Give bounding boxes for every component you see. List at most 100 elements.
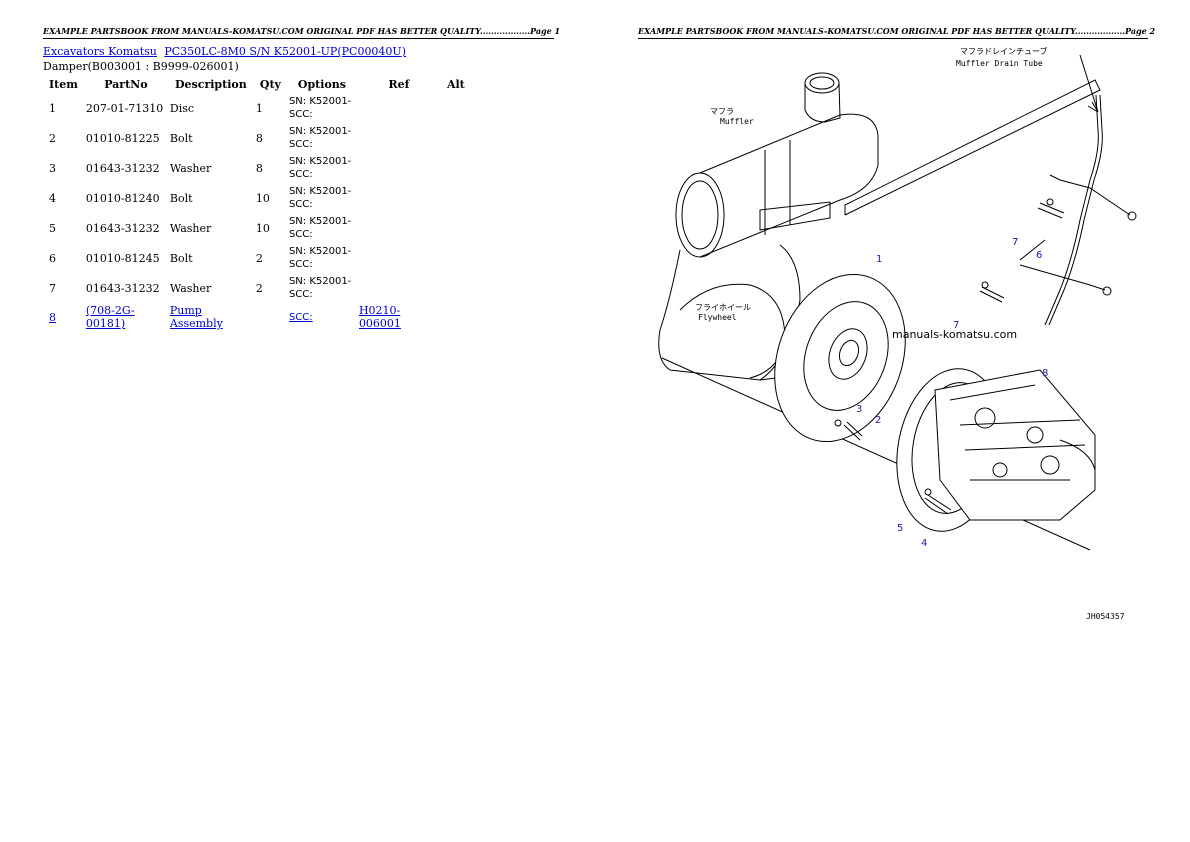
cell-qty: 8 [255, 161, 263, 175]
table-row: 6 01010-81245 Bolt 2 SN: K52001-SCC: [43, 243, 471, 273]
cell-description[interactable]: Pump Assembly [169, 304, 223, 330]
table-row: 4 01010-81240 Bolt 10 SN: K52001-SCC: [43, 183, 471, 213]
cell-item[interactable]: 8 [49, 310, 56, 324]
cell-alt [441, 213, 471, 243]
column-header-description: Description [175, 77, 247, 91]
cell-qty: 10 [255, 191, 270, 205]
parts-diagram: マフラ Muffler マフラドレインチューブ Muffler Drain Tu… [658, 46, 1137, 621]
cell-qty: 8 [255, 131, 263, 145]
cell-alt [441, 93, 471, 123]
muffler-label-jp: マフラ [710, 107, 734, 116]
cell-ref [357, 93, 441, 123]
parts-table: Item PartNo Description Qty Options Ref … [43, 75, 471, 331]
cell-alt [441, 243, 471, 273]
callout-6[interactable]: 6 [1036, 250, 1042, 261]
breadcrumb: Excavators Komatsu PC350LC-8M0 S/N K5200… [43, 45, 410, 58]
cell-options: SN: K52001-SCC: [288, 246, 352, 270]
pump-assembly-drawing [896, 368, 1096, 532]
table-row: 5 01643-31232 Washer 10 SN: K52001-SCC: [43, 213, 471, 243]
table-header-row: Item PartNo Description Qty Options Ref … [43, 75, 471, 93]
callout-4[interactable]: 4 [921, 538, 927, 549]
cell-options: SN: K52001-SCC: [288, 216, 352, 240]
bolts-drawing [834, 198, 1065, 515]
table-row: 7 01643-31232 Washer 2 SN: K52001-SCC: [43, 273, 471, 303]
callout-7-lower[interactable]: 7 [953, 320, 959, 331]
table-row: 3 01643-31232 Washer 8 SN: K52001-SCC: [43, 153, 471, 183]
cell-partno: 207-01-71310 [85, 101, 164, 115]
cell-partno: 01643-31232 [85, 161, 160, 175]
figure-code: JH054357 [1086, 612, 1125, 621]
cell-item: 1 [49, 101, 56, 115]
cell-partno: 01010-81245 [85, 251, 160, 265]
cell-options[interactable]: SCC: [288, 311, 313, 323]
column-header-qty: Qty [259, 77, 281, 91]
drain-tube-label-jp: マフラドレインチューブ [960, 46, 1048, 56]
breadcrumb-category-link[interactable]: Excavators Komatsu [43, 45, 157, 58]
cell-item: 3 [49, 161, 56, 175]
callout-3[interactable]: 3 [856, 404, 862, 415]
cell-qty: 1 [255, 101, 263, 115]
callout-5[interactable]: 5 [897, 523, 903, 534]
cell-qty [254, 303, 287, 331]
cell-alt [441, 303, 471, 331]
cell-partno: 01010-81240 [85, 191, 160, 205]
cell-options: SN: K52001-SCC: [288, 156, 352, 180]
cell-item: 6 [49, 251, 56, 265]
cell-description: Washer [169, 221, 212, 235]
cell-ref [357, 153, 441, 183]
cell-partno[interactable]: (708-2G-00181) [85, 304, 135, 330]
cell-ref [357, 243, 441, 273]
drain-tube-label-en: Muffler Drain Tube [956, 59, 1043, 68]
column-header-partno: PartNo [104, 77, 148, 91]
cell-ref [357, 123, 441, 153]
callout-7-upper[interactable]: 7 [1012, 237, 1018, 248]
cell-item: 5 [49, 221, 56, 235]
column-header-options: Options [297, 77, 346, 91]
section-title: Damper(B003001 : B9999-026001) [43, 60, 239, 73]
cell-qty: 2 [255, 251, 263, 265]
cell-qty: 10 [255, 221, 270, 235]
cell-partno: 01010-81225 [85, 131, 160, 145]
cell-item: 4 [49, 191, 56, 205]
cell-item: 7 [49, 281, 56, 295]
column-header-ref: Ref [388, 77, 410, 91]
cell-options: SN: K52001-SCC: [288, 126, 352, 150]
cell-qty: 2 [255, 281, 263, 295]
flywheel-label-jp: フライホイール [695, 303, 751, 312]
cell-ref [357, 183, 441, 213]
drain-tube-drawing [1019, 54, 1137, 326]
page-header-left: EXAMPLE PARTSBOOK FROM MANUALS-KOMATSU.C… [43, 26, 560, 39]
callout-2[interactable]: 2 [875, 415, 881, 426]
callout-1[interactable]: 1 [876, 254, 882, 265]
cell-description: Washer [169, 281, 212, 295]
cell-description: Disc [169, 101, 195, 115]
cell-options: SN: K52001-SCC: [288, 186, 352, 210]
cell-alt [441, 273, 471, 303]
cell-alt [441, 123, 471, 153]
flywheel-label-en: Flywheel [698, 313, 737, 322]
table-row: 2 01010-81225 Bolt 8 SN: K52001-SCC: [43, 123, 471, 153]
page-header-right: EXAMPLE PARTSBOOK FROM MANUALS-KOMATSU.C… [638, 26, 1155, 39]
cell-description: Washer [169, 161, 212, 175]
muffler-drawing [675, 72, 1101, 258]
cell-ref [357, 213, 441, 243]
cell-options: SN: K52001-SCC: [288, 96, 352, 120]
cell-description: Bolt [169, 131, 193, 145]
column-header-alt: Alt [446, 77, 465, 91]
table-row: 1 207-01-71310 Disc 1 SN: K52001-SCC: [43, 93, 471, 123]
cell-description: Bolt [169, 191, 193, 205]
cell-options: SN: K52001-SCC: [288, 276, 352, 300]
column-header-item: Item [49, 77, 78, 91]
cell-partno: 01643-31232 [85, 281, 160, 295]
cell-partno: 01643-31232 [85, 221, 160, 235]
cell-alt [441, 183, 471, 213]
muffler-label-en: Muffler [720, 117, 754, 126]
callout-8[interactable]: 8 [1042, 368, 1048, 379]
cell-ref [357, 273, 441, 303]
cell-ref[interactable]: H0210-006001 [358, 304, 401, 330]
cell-description: Bolt [169, 251, 193, 265]
damper-disc-drawing [774, 273, 906, 443]
breadcrumb-model-link[interactable]: PC350LC-8M0 S/N K52001-UP(PC00040U) [164, 45, 406, 58]
cell-alt [441, 153, 471, 183]
cell-item: 2 [49, 131, 56, 145]
